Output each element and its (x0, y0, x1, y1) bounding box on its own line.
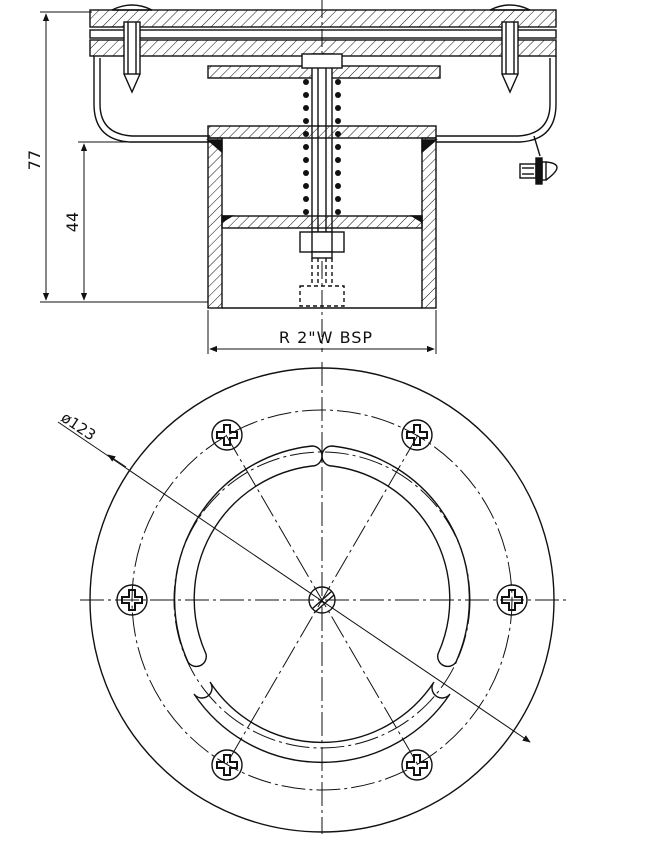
weld-top-left (206, 139, 223, 154)
slot-right (321, 445, 471, 668)
slot-left (173, 445, 323, 668)
cross-bar (221, 215, 423, 229)
centre-boss (308, 586, 336, 614)
diameter-leader (57, 421, 531, 743)
side-screw (519, 135, 558, 185)
plan-view (57, 362, 566, 834)
nut-lowered-position (299, 258, 345, 307)
phillips-screw-icon (401, 749, 433, 781)
countersunk-bolt-right (489, 4, 531, 94)
dimension-body-height (78, 141, 208, 301)
dimension-thread (207, 310, 437, 354)
section-view (40, 0, 558, 354)
label-thread: R 2"W BSP (279, 328, 373, 347)
label-overall-height: 77 (25, 150, 44, 170)
nut (299, 231, 345, 253)
arc-slots (173, 445, 471, 764)
shaft (311, 53, 333, 233)
dimension-overall-height (40, 11, 208, 303)
body-wall-left (207, 137, 223, 309)
countersunk-bolt-left (111, 4, 153, 94)
label-diameter: ø123 (58, 408, 99, 444)
weld-top-right (421, 139, 438, 154)
body-wall-right (421, 137, 437, 309)
shaft-head (301, 53, 343, 69)
slot-bottom (193, 681, 451, 764)
phillips-screw-icon (211, 419, 243, 451)
label-body-height: 44 (63, 212, 82, 232)
cover-plate-top (89, 9, 557, 28)
body-flange (207, 125, 437, 139)
bowl-housing-inner (99, 58, 551, 137)
cover-plate-middle (89, 29, 557, 39)
